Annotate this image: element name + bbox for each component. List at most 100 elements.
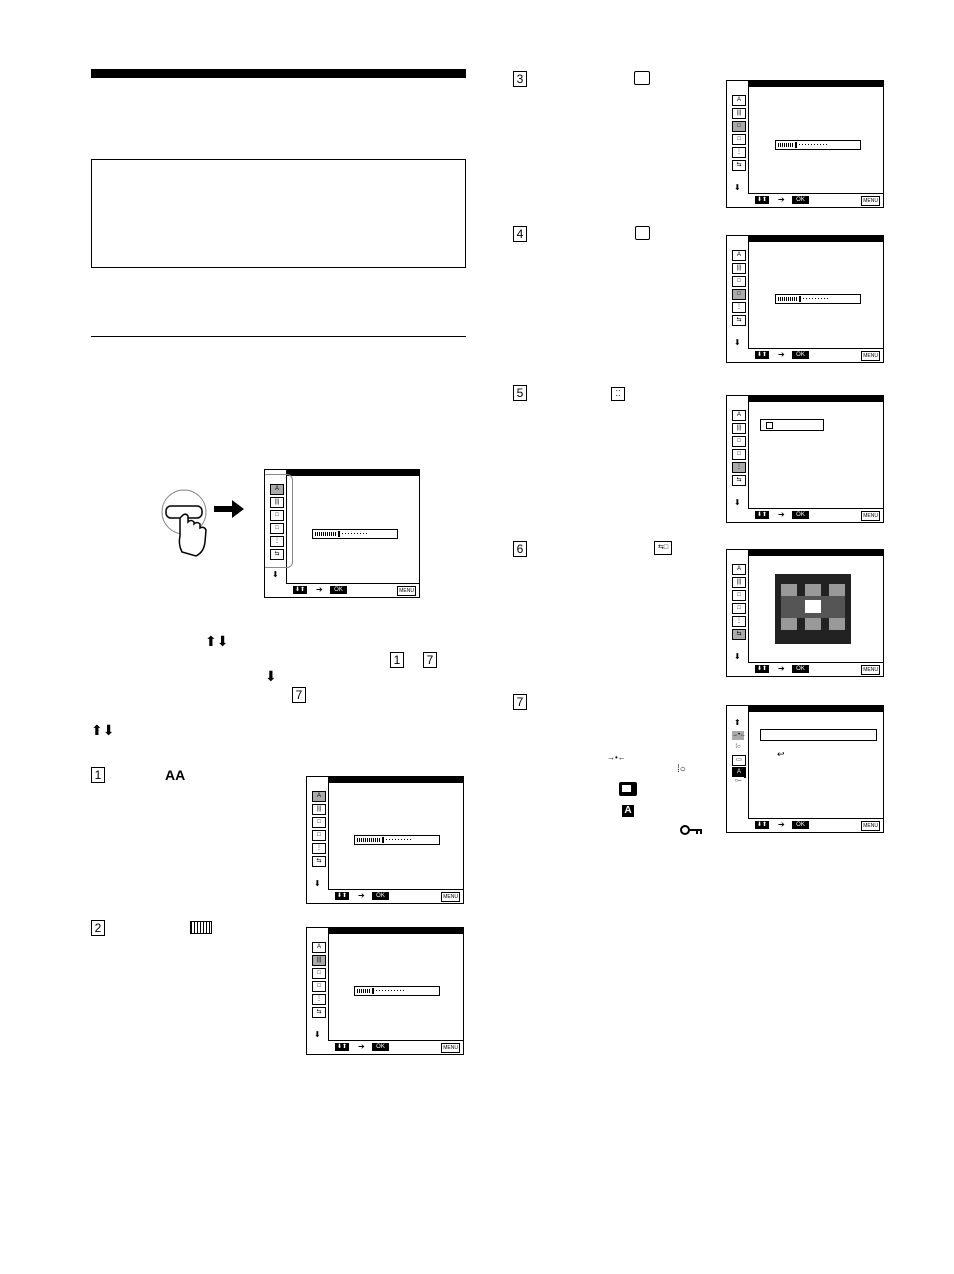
arrow-icon: ➔: [778, 350, 785, 359]
osd-step-4: Ā ||| □ □ ⋮ ⇆ ⬇ ⬇⬆ ➔ OK MENU: [726, 235, 884, 363]
step-ref-1: 1: [390, 652, 404, 668]
menu-key-label: MENU: [441, 1043, 460, 1053]
arrow-icon: ➔: [778, 664, 785, 673]
pitch-icon: |||: [732, 108, 746, 119]
contrast-icon: Ā: [270, 484, 284, 495]
note-box: [91, 159, 466, 268]
down-arrow-icon: ⬇: [734, 338, 741, 347]
up-arrow-icon: ⬆: [734, 718, 741, 727]
osd-step-1: Ā ||| □ □ ⋮ ⇆ ⬇ ⬇⬆ ➔ OK MENU: [306, 776, 464, 904]
menu-button-illustration: [160, 486, 220, 566]
vsize-icon: □: [270, 523, 284, 534]
osd-footer: ⬇⬆ ➔ OK MENU: [287, 583, 419, 597]
arrow-icon: ➔: [778, 820, 785, 829]
hsize-icon: □: [732, 121, 746, 132]
contrast-icon: AA: [165, 767, 186, 783]
key-lock-icon: ○‒: [732, 777, 744, 786]
pitch-icon: [190, 921, 212, 934]
down-arrow-icon: ⬇: [314, 879, 321, 888]
ok-key-label: OK: [792, 511, 809, 519]
convergence-icon: ⁚⁚: [611, 387, 625, 401]
header-bar: [91, 69, 466, 78]
arrow-icon: ➔: [778, 195, 785, 204]
menu-key-label: MENU: [861, 511, 880, 521]
arrow-icon: ➔: [778, 510, 785, 519]
down-arrow-icon: ⬇: [734, 183, 741, 192]
select-key-icon: ⬇⬆: [335, 1043, 349, 1051]
option-icon: →•←: [607, 753, 626, 762]
ok-key-label: OK: [792, 665, 809, 673]
degauss-icon: ⁞○: [732, 743, 744, 752]
osd-main-illustration: Ā ||| □ □ ⋮ ⇆ ⬇ ⬇⬆ ➔ OK MENU: [264, 469, 420, 598]
convergence-icon: ⋮: [732, 302, 746, 313]
menu-key-label: MENU: [861, 821, 880, 831]
contrast-icon: Ā: [312, 791, 326, 802]
select-key-icon: ⬇⬆: [293, 586, 307, 594]
pitch-icon: |||: [732, 577, 746, 588]
right-arrow-icon: [214, 500, 244, 523]
osd-icon-column: Ā ||| □ □ ⋮ ⇆ ⬇: [265, 470, 287, 584]
option-icon: →•←: [732, 731, 747, 740]
convergence-icon: ⋮: [732, 616, 746, 627]
step-1-number: 1: [91, 767, 105, 783]
down-arrow: ⬇: [265, 668, 277, 684]
hsize-icon: [634, 71, 650, 85]
section-rule: [91, 336, 466, 337]
zoom-icon: ⇆: [270, 549, 284, 560]
ok-key-label: OK: [330, 586, 347, 594]
pitch-icon: |||: [312, 804, 326, 815]
step-7-number: 7: [513, 694, 527, 710]
select-key-icon: ⬇⬆: [755, 511, 769, 519]
hsize-icon: □: [732, 276, 746, 287]
degauss-icon: ⁞○: [677, 764, 686, 775]
zoom-icon: ⇆: [732, 629, 746, 640]
step-ref-7b: 7: [292, 687, 306, 703]
contrast-icon: Ā: [732, 564, 746, 575]
vsize-icon: □: [732, 449, 746, 460]
hsize-icon: □: [270, 510, 284, 521]
step-5-number: 5: [513, 385, 527, 401]
pitch-icon: |||: [732, 423, 746, 434]
vsize-icon: □: [732, 134, 746, 145]
menu-key-label: MENU: [861, 665, 880, 675]
step-4-number: 4: [513, 226, 527, 242]
hsize-icon: □: [312, 817, 326, 828]
icon-highlight-frame: [265, 474, 293, 568]
arrow-icon: ➔: [358, 891, 365, 900]
convergence-icon: ⋮: [312, 843, 326, 854]
arrow-icon: ➔: [358, 1042, 365, 1051]
return-icon: ↩: [777, 749, 785, 759]
contrast-icon: Ā: [732, 95, 746, 106]
vsize-icon: □: [312, 981, 326, 992]
osd-step-6: Ā ||| □ □ ⋮ ⇆ ⬇ ⬇⬆ ➔ OK MENU: [726, 549, 884, 677]
zoom-icon: ⇆: [732, 160, 746, 171]
zoom-icon: ⇆□: [654, 541, 672, 555]
step-ref-7: 7: [423, 652, 437, 668]
convergence-icon: ⋮: [732, 147, 746, 158]
select-key-icon: ⬇⬆: [335, 892, 349, 900]
hsize-icon: □: [732, 436, 746, 447]
zoom-icon: ⇆: [732, 475, 746, 486]
hsize-icon: □: [732, 590, 746, 601]
contrast-icon: Ā: [732, 410, 746, 421]
osd-step-3: Ā ||| □ □ ⋮ ⇆ ⬇ ⬇⬆ ➔ OK MENU: [726, 80, 884, 208]
vsize-icon: □: [732, 289, 746, 300]
convergence-selector: [760, 419, 824, 431]
position-icon: ▭: [732, 755, 746, 766]
osd-step-2: Ā ||| □ □ ⋮ ⇆ ⬇ ⬇⬆ ➔ OK MENU: [306, 927, 464, 1055]
osd-title-bar: [287, 470, 419, 476]
zoom-grid: [775, 574, 851, 644]
vsize-icon: □: [732, 603, 746, 614]
ok-key-label: OK: [372, 892, 389, 900]
updown-arrows-2: ⬆⬇: [91, 722, 115, 738]
step-6-number: 6: [513, 541, 527, 557]
menu-key-label: MENU: [441, 892, 460, 902]
zoom-icon: ⇆: [312, 856, 326, 867]
menu-key-label: MENU: [861, 196, 880, 206]
osd-step-5: Ā ||| □ □ ⋮ ⇆ ⬇ ⬇⬆ ➔ OK MENU: [726, 395, 884, 523]
contrast-icon: Ā: [312, 942, 326, 953]
select-key-icon: ⬇⬆: [755, 665, 769, 673]
down-arrow-icon: ⬇: [314, 1030, 321, 1039]
zoom-icon: ⇆: [732, 315, 746, 326]
select-key-icon: ⬇⬆: [755, 196, 769, 204]
